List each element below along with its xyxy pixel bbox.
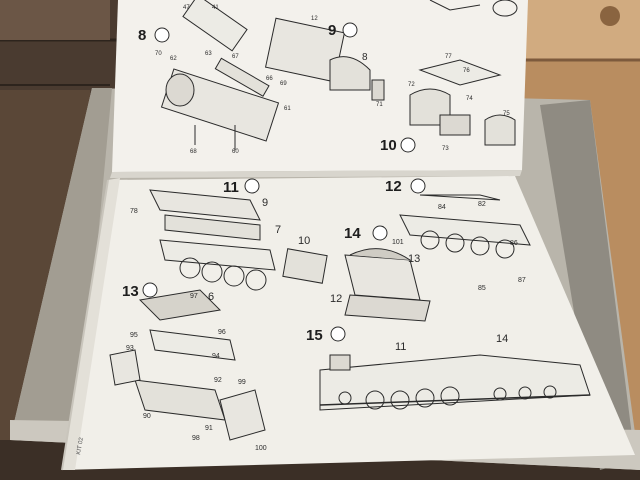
part-label: 63 bbox=[205, 51, 212, 57]
part-label: 9 bbox=[262, 197, 268, 209]
part-label: 6 bbox=[208, 291, 214, 303]
step-number-12: 12 bbox=[385, 178, 402, 195]
part-label: 8 bbox=[362, 52, 368, 63]
part-label: 92 bbox=[214, 377, 222, 384]
upper-instruction-sheet bbox=[112, 0, 528, 172]
part-label: 72 bbox=[408, 82, 415, 88]
part-label: 67 bbox=[232, 54, 239, 60]
part-label: 90 bbox=[143, 413, 151, 420]
part-label: 71 bbox=[376, 102, 383, 108]
part-label: 11 bbox=[395, 341, 406, 353]
part-label: 14 bbox=[496, 333, 508, 345]
tender-wheels bbox=[420, 230, 515, 259]
part-label: 75 bbox=[503, 111, 510, 117]
drive-wheels bbox=[179, 257, 267, 291]
page-mark: KIT 02 bbox=[76, 436, 85, 455]
step-number-15: 15 bbox=[306, 327, 323, 344]
step-number-10: 10 bbox=[380, 137, 397, 154]
step-9-icon bbox=[342, 22, 358, 38]
part-label: 77 bbox=[445, 54, 452, 60]
part-label: 100 bbox=[255, 445, 267, 452]
step-number-13: 13 bbox=[122, 283, 139, 300]
part-label: 84 bbox=[438, 204, 446, 211]
part-label: 10 bbox=[298, 235, 310, 247]
part-label: 74 bbox=[466, 96, 473, 102]
lower-sheet-drawings bbox=[109, 189, 591, 441]
part-label: 94 bbox=[212, 353, 220, 360]
step-8-icon bbox=[154, 27, 170, 43]
smokebox-drawing bbox=[149, 189, 261, 221]
tender-body-drawing bbox=[418, 59, 502, 86]
locomotive-drawing bbox=[319, 354, 591, 411]
wood-plank-left bbox=[0, 0, 110, 40]
part-label: 96 bbox=[218, 329, 226, 336]
part-label: 91 bbox=[205, 425, 213, 432]
part-label: 73 bbox=[442, 146, 449, 152]
step-number-8: 8 bbox=[138, 27, 146, 44]
step-number-11: 11 bbox=[223, 179, 239, 196]
part-label: 93 bbox=[126, 345, 134, 352]
part-label: 70 bbox=[155, 51, 162, 57]
lower-step-circles bbox=[142, 178, 426, 342]
part-label: 85 bbox=[478, 285, 486, 292]
part-label: 99 bbox=[238, 379, 246, 386]
part-label: 98 bbox=[192, 435, 200, 442]
part-label: 61 bbox=[284, 106, 291, 112]
step-10-icon bbox=[400, 137, 416, 153]
step-number-9: 9 bbox=[328, 22, 336, 39]
part-label: 101 bbox=[392, 239, 404, 246]
upper-step-circles bbox=[154, 22, 416, 153]
part-label: 78 bbox=[130, 208, 138, 215]
part-label: 60 bbox=[232, 149, 239, 155]
step-12-icon bbox=[410, 178, 426, 194]
part-label: 97 bbox=[190, 293, 198, 300]
wood-knot bbox=[600, 6, 620, 26]
part-label: 13 bbox=[408, 253, 420, 265]
step-11-icon bbox=[244, 178, 260, 194]
part-label: 12 bbox=[330, 293, 342, 305]
part-label: 62 bbox=[170, 56, 177, 62]
part-label: 76 bbox=[463, 68, 470, 74]
part-label: 12 bbox=[311, 16, 318, 22]
part-label: 68 bbox=[190, 149, 197, 155]
part-label: 86 bbox=[510, 240, 518, 247]
part-label: 69 bbox=[280, 81, 287, 87]
part-label: 47 bbox=[183, 5, 190, 11]
part-label: 7 bbox=[275, 224, 281, 236]
step-14-icon bbox=[372, 225, 388, 241]
part-label: 41 bbox=[212, 5, 219, 11]
chassis-drawing bbox=[159, 239, 276, 271]
part-label: 82 bbox=[478, 201, 486, 208]
part-label: 95 bbox=[130, 332, 138, 339]
locomotive-wheels bbox=[338, 385, 557, 410]
step-15-icon bbox=[330, 326, 346, 342]
step-13-icon bbox=[142, 282, 158, 298]
part-label: 66 bbox=[266, 76, 273, 82]
upper-sheet-drawings bbox=[160, 0, 518, 150]
step-number-14: 14 bbox=[344, 225, 361, 242]
part-label: 87 bbox=[518, 277, 526, 284]
